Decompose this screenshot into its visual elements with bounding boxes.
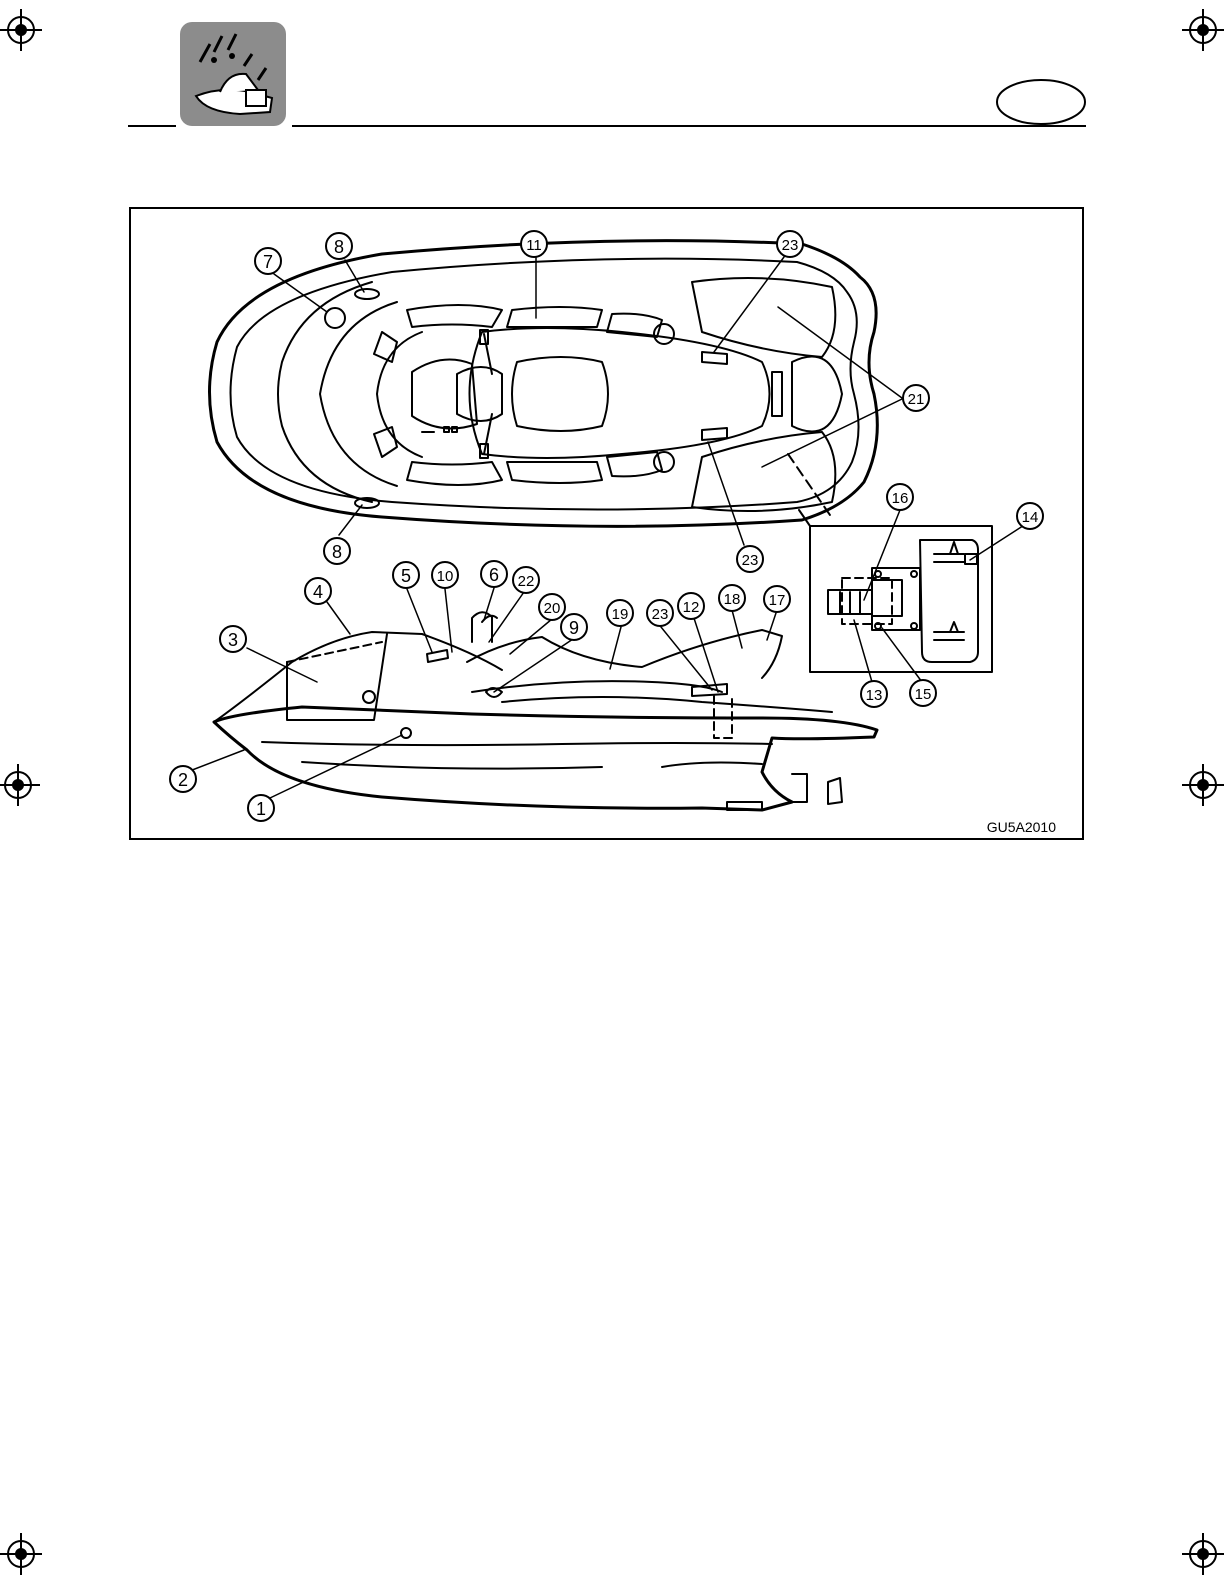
side-view — [214, 612, 877, 810]
registration-mark-icon — [0, 1533, 42, 1575]
top-view — [210, 241, 878, 527]
callout-22: 22 — [513, 567, 539, 593]
callout-number: 3 — [228, 630, 238, 650]
callout-13: 13 — [861, 681, 887, 707]
callout-5: 5 — [393, 562, 419, 588]
callout-number: 21 — [908, 391, 925, 408]
callout-9: 9 — [561, 614, 587, 640]
callout-number: 15 — [915, 686, 932, 703]
registration-mark-icon — [1182, 1533, 1224, 1575]
callout-number: 5 — [401, 566, 411, 586]
registration-mark-icon — [1182, 764, 1224, 806]
callout-number: 4 — [313, 582, 323, 602]
callout-number: 17 — [769, 592, 786, 609]
callout-11: 11 — [521, 231, 547, 257]
callout-number: 12 — [683, 599, 700, 616]
callout-23-top: 23 — [777, 231, 803, 257]
callout-6: 6 — [481, 561, 507, 587]
callout-number: 10 — [437, 568, 454, 585]
callout-number: 8 — [334, 237, 344, 257]
callout-number: 18 — [724, 591, 741, 608]
callout-number: 16 — [892, 490, 909, 507]
figure-code: GU5A2010 — [987, 819, 1056, 835]
callout-number: 1 — [256, 799, 266, 819]
callout-19: 19 — [607, 600, 633, 626]
callout-2: 2 — [170, 766, 196, 792]
callout-7: 7 — [255, 248, 281, 274]
registration-mark-icon — [0, 764, 40, 806]
header-graphics — [0, 0, 1224, 140]
callout-1: 1 — [248, 795, 274, 821]
callout-20: 20 — [539, 594, 565, 620]
callout-18: 18 — [719, 585, 745, 611]
callout-12: 12 — [678, 593, 704, 619]
page-header — [0, 0, 1224, 140]
callout-8-top: 8 — [326, 233, 352, 259]
callout-number: 9 — [569, 618, 579, 638]
callout-number: 23 — [652, 606, 669, 623]
callout-number: 19 — [612, 606, 629, 623]
callout-15: 15 — [910, 680, 936, 706]
callout-number: 8 — [332, 542, 342, 562]
watercraft-diagram: 1 2 3 4 5 6 7 8 8 9 10 11 12 13 14 15 16… — [129, 207, 1084, 840]
callout-number: 14 — [1022, 509, 1039, 526]
callout-14: 14 — [1017, 503, 1043, 529]
callout-17: 17 — [764, 586, 790, 612]
callout-number: 20 — [544, 600, 561, 617]
diagram-artwork: 1 2 3 4 5 6 7 8 8 9 10 11 12 13 14 15 16… — [131, 209, 1082, 838]
callout-number: 22 — [518, 573, 535, 590]
callout-10: 10 — [432, 562, 458, 588]
callout-23-side: 23 — [647, 600, 673, 626]
watercraft-badge-icon — [180, 22, 286, 126]
callout-16: 16 — [887, 484, 913, 510]
callout-8-bottom: 8 — [324, 538, 350, 564]
language-tab — [997, 80, 1085, 124]
callout-3: 3 — [220, 626, 246, 652]
callout-number: 23 — [782, 237, 799, 254]
callout-number: 11 — [526, 237, 542, 254]
callout-number: 2 — [178, 770, 188, 790]
callout-number: 23 — [742, 552, 759, 569]
callout-number: 6 — [489, 565, 499, 585]
callout-number: 7 — [263, 252, 273, 272]
callout-23-middle: 23 — [737, 546, 763, 572]
callout-4: 4 — [305, 578, 331, 604]
callout-21: 21 — [903, 385, 929, 411]
callout-number: 13 — [866, 687, 883, 704]
